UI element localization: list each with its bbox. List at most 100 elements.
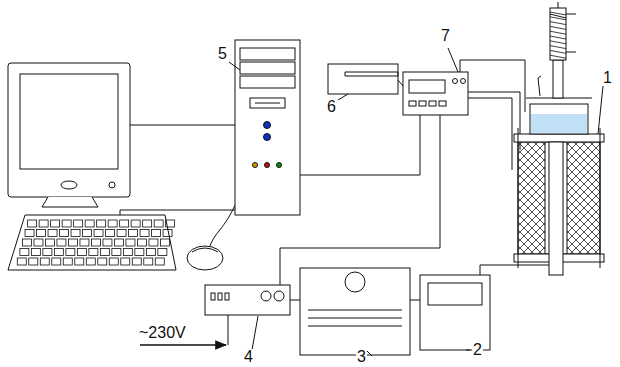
computer-tower-part	[253, 163, 258, 168]
keyboard-part	[103, 239, 112, 246]
keyboard-part	[120, 220, 129, 227]
computer-tower-part	[235, 40, 300, 215]
keyboard-part	[39, 220, 48, 227]
keyboard-part	[112, 249, 121, 256]
keyboard-part	[85, 220, 94, 227]
device-4-part	[218, 293, 222, 300]
keyboard-part	[22, 239, 31, 246]
keyboard-part	[71, 230, 80, 237]
device-3-part	[308, 310, 402, 311]
device-3-part	[308, 318, 402, 319]
keyboard-part	[98, 258, 107, 265]
keyboard-part	[100, 249, 109, 256]
apparatus-part	[550, 41, 566, 44]
callout-number: 6	[326, 99, 337, 115]
keyboard-part	[60, 230, 69, 237]
device-6	[328, 64, 398, 94]
apparatus-part	[518, 128, 519, 268]
device-3-part	[308, 326, 402, 327]
device-7-part	[453, 79, 458, 84]
keyboard-part	[146, 249, 155, 256]
callout-number: 5	[217, 46, 228, 62]
device-3-part	[345, 272, 365, 292]
device-7-part	[439, 101, 446, 106]
keyboard-part	[140, 230, 149, 237]
device-4-part	[274, 291, 284, 301]
computer-tower-part	[255, 103, 280, 104]
keyboard-part	[166, 220, 175, 227]
keyboard-part	[83, 230, 92, 237]
keyboard-part	[91, 239, 100, 246]
keyboard-part	[135, 249, 144, 256]
keyboard-part	[80, 239, 89, 246]
wires-part	[480, 265, 552, 275]
wires-part	[300, 115, 420, 175]
apparatus-part	[514, 134, 604, 142]
keyboard	[8, 215, 176, 270]
keyboard-part	[43, 249, 52, 256]
keyboard-part	[89, 249, 98, 256]
keyboard-part	[160, 239, 169, 246]
keyboard-part	[37, 230, 46, 237]
keyboard-part	[66, 249, 75, 256]
computer-tower-part	[277, 163, 282, 168]
keyboard-part	[77, 249, 86, 256]
keyboard-part	[52, 258, 61, 265]
wires-part	[468, 98, 512, 170]
keyboard-part	[114, 239, 123, 246]
keyboard-part	[163, 230, 172, 237]
device-4-part	[261, 291, 271, 301]
device-6-part	[328, 64, 398, 94]
computer-tower-part	[265, 163, 270, 168]
monitor-part	[8, 63, 130, 197]
wires-part	[280, 115, 440, 285]
keyboard-part	[29, 258, 38, 265]
keyboard-part	[57, 239, 66, 246]
apparatus-part	[550, 55, 566, 58]
keyboard-part	[108, 220, 117, 227]
leader-lines-part	[252, 316, 258, 350]
apparatus-part	[600, 128, 601, 268]
apparatus-part	[549, 142, 563, 275]
computer-tower-part	[250, 98, 285, 108]
keyboard-part	[106, 230, 115, 237]
device-7-part	[409, 80, 445, 93]
keyboard-part	[123, 249, 132, 256]
wires-part	[130, 125, 235, 126]
callout-number: 3	[356, 349, 367, 365]
keyboard-part	[45, 239, 54, 246]
keyboard-part	[63, 258, 72, 265]
keyboard-part	[129, 230, 138, 237]
apparatus-part	[566, 14, 576, 52]
apparatus-part	[531, 114, 587, 133]
apparatus-part	[550, 50, 566, 53]
wires-part	[210, 205, 235, 246]
leader-lines	[229, 48, 603, 356]
device-2	[420, 275, 490, 350]
voltage-label: ~230V	[138, 325, 187, 341]
device-7-part	[419, 101, 426, 106]
apparatus-part	[550, 22, 566, 25]
keyboard-part	[126, 239, 135, 246]
mouse	[187, 246, 223, 270]
monitor-part	[109, 182, 115, 188]
monitor-part	[20, 74, 118, 169]
keyboard-part	[28, 220, 37, 227]
wires-part	[460, 60, 525, 112]
keyboard-part	[86, 258, 95, 265]
computer-tower-part	[240, 62, 295, 74]
keyboard-part	[25, 230, 34, 237]
computer-tower	[235, 40, 300, 215]
device-4-part	[211, 293, 215, 300]
computer-tower-part	[240, 76, 295, 88]
callout-number: 7	[440, 28, 451, 44]
keyboard-part	[154, 220, 163, 227]
keyboard-part	[74, 220, 83, 227]
keyboard-part	[62, 220, 71, 227]
apparatus-part	[550, 26, 566, 29]
keyboard-part	[144, 258, 153, 265]
keyboard-part	[152, 230, 161, 237]
keyboard-part	[97, 220, 106, 227]
